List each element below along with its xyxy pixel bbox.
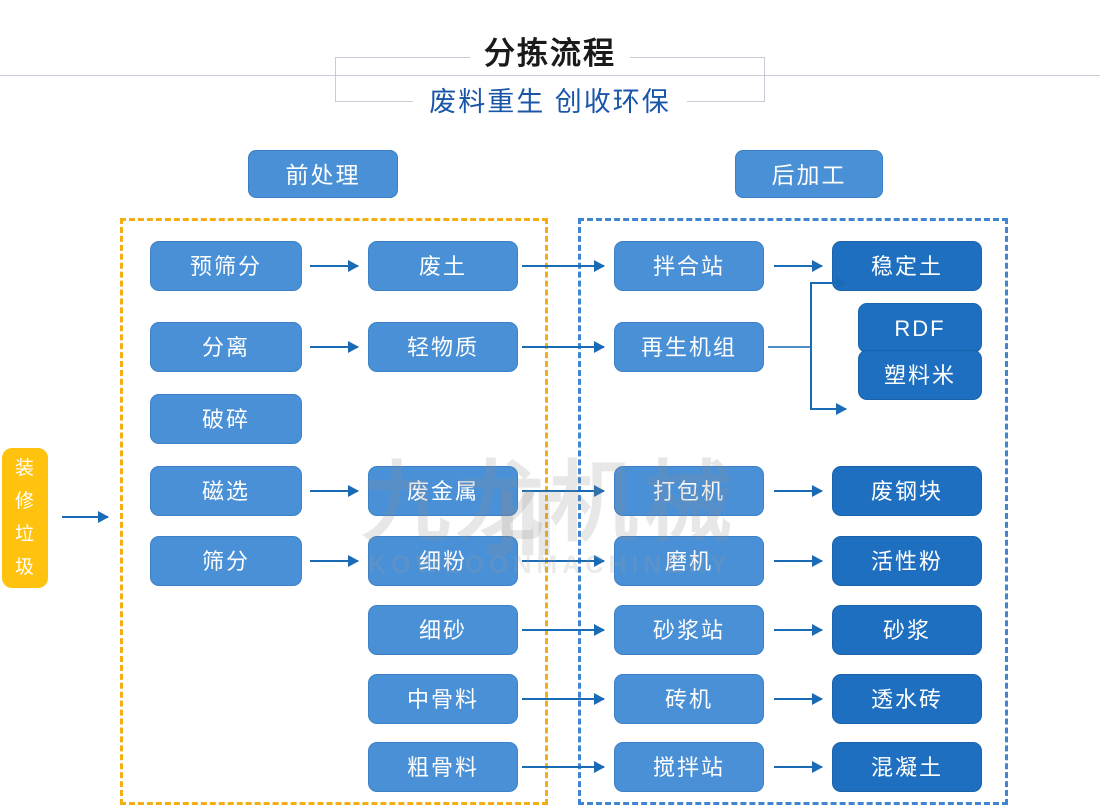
input-char-1: 装 (14, 458, 35, 479)
node-mortar[interactable]: 砂浆 (832, 605, 982, 655)
arrow-mediumaggregate-to-brickmachine (522, 693, 605, 705)
node-brick-machine[interactable]: 砖机 (614, 674, 764, 724)
page-title: 分拣流程 (0, 34, 1100, 74)
branch-vertical-recyclingunit (810, 282, 812, 410)
page-subtitle: 废料重生 创收环保 (0, 84, 1100, 120)
input-node-renovation-waste[interactable]: 装 修 垃 圾 (2, 448, 48, 588)
node-fine-sand[interactable]: 细砂 (368, 605, 518, 655)
node-screening[interactable]: 筛分 (150, 536, 302, 586)
node-scrap-metal[interactable]: 废金属 (368, 466, 518, 516)
arrow-mortarstation-to-mortar (774, 624, 823, 636)
node-light-material[interactable]: 轻物质 (368, 322, 518, 372)
arrow-branch-to-rdf (810, 277, 847, 289)
node-plastic-pellet[interactable]: 塑料米 (858, 350, 982, 400)
node-active-powder[interactable]: 活性粉 (832, 536, 982, 586)
node-grinding-mill[interactable]: 磨机 (614, 536, 764, 586)
input-char-4: 圾 (14, 557, 35, 578)
node-crushing[interactable]: 破碎 (150, 394, 302, 444)
zone-pre-processing (120, 218, 548, 805)
arrow-screening-to-finepowder (310, 555, 359, 567)
arrow-input-to-pre-zone (62, 511, 109, 523)
node-magnetic-separation[interactable]: 磁选 (150, 466, 302, 516)
node-medium-aggregate[interactable]: 中骨料 (368, 674, 518, 724)
section-header-post-processing[interactable]: 后加工 (735, 150, 883, 198)
arrow-prescreen-to-wastesoil (310, 260, 359, 272)
arrow-brickmachine-to-permeablebrick (774, 693, 823, 705)
node-permeable-brick[interactable]: 透水砖 (832, 674, 982, 724)
node-baler[interactable]: 打包机 (614, 466, 764, 516)
arrow-magneticseparation-to-scrapmetal (310, 485, 359, 497)
arrow-coarseaggregate-to-batchingplant (522, 761, 605, 773)
node-fine-powder[interactable]: 细粉 (368, 536, 518, 586)
arrow-mixingstation-to-stabilizedsoil (774, 260, 823, 272)
node-mixing-station[interactable]: 拌合站 (614, 241, 764, 291)
node-pre-screening[interactable]: 预筛分 (150, 241, 302, 291)
arrow-finesand-to-mortarstation (522, 624, 605, 636)
zone-post-processing (578, 218, 1008, 805)
arrow-finepowder-to-grindingmill (522, 555, 605, 567)
arrow-baler-to-scrapsteelblock (774, 485, 823, 497)
node-recycling-unit[interactable]: 再生机组 (614, 322, 764, 372)
arrow-grindingmill-to-activepowder (774, 555, 823, 567)
branch-stem-recyclingunit (768, 346, 812, 348)
arrow-scrapmetal-to-baler (522, 485, 605, 497)
arrow-lightmaterial-to-recyclingunit (522, 341, 605, 353)
arrow-separation-to-lightmaterial (310, 341, 359, 353)
page-title-text: 分拣流程 (470, 36, 630, 71)
header-divider-line (0, 75, 1100, 76)
arrow-wastesoil-to-mixingstation (522, 260, 605, 272)
node-mortar-station[interactable]: 砂浆站 (614, 605, 764, 655)
page-subtitle-text: 废料重生 创收环保 (413, 87, 687, 117)
node-stabilized-soil[interactable]: 稳定土 (832, 241, 982, 291)
node-coarse-aggregate[interactable]: 粗骨料 (368, 742, 518, 792)
node-scrap-steel-block[interactable]: 废钢块 (832, 466, 982, 516)
node-separation[interactable]: 分离 (150, 322, 302, 372)
input-char-2: 修 (14, 491, 35, 512)
node-rdf[interactable]: RDF (858, 303, 982, 353)
arrow-branch-to-plastic-pellet (810, 403, 847, 415)
input-char-3: 垃 (14, 524, 35, 545)
node-batching-plant[interactable]: 搅拌站 (614, 742, 764, 792)
node-concrete[interactable]: 混凝土 (832, 742, 982, 792)
arrow-batchingplant-to-concrete (774, 761, 823, 773)
node-waste-soil[interactable]: 废土 (368, 241, 518, 291)
section-header-pre-processing[interactable]: 前处理 (248, 150, 398, 198)
